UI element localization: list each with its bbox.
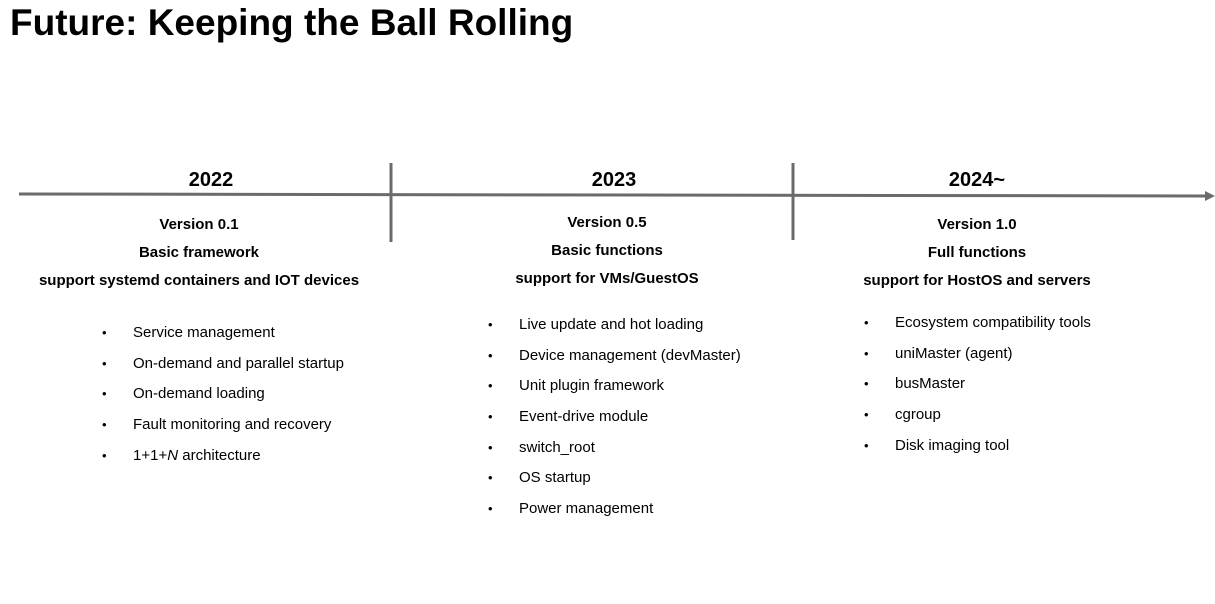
subtitle-label: Basic framework [138, 244, 260, 261]
list-item: •Service management [102, 318, 344, 349]
bullet-icon: • [864, 376, 869, 392]
list-item: •Fault monitoring and recovery [102, 410, 344, 441]
feature-list-2022: •Service management •On-demand and paral… [102, 318, 344, 471]
list-item: •busMaster [864, 369, 1091, 400]
list-item: •Event-drive module [488, 402, 741, 433]
list-item: •Ecosystem compatibility tools [864, 308, 1091, 339]
list-item: •uniMaster (agent) [864, 339, 1091, 370]
list-item: •1+1+N architecture [102, 441, 344, 472]
list-item: •Unit plugin framework [488, 371, 741, 402]
bullet-icon: • [488, 347, 493, 363]
list-item: •On-demand loading [102, 379, 344, 410]
year-label-2022: 2022 [188, 169, 234, 191]
feature-list-2023: •Live update and hot loading •Device man… [488, 310, 741, 525]
version-label: Version 0.1 [159, 216, 239, 233]
bullet-icon: • [102, 417, 107, 433]
subtitle-label: Full functions [927, 244, 1027, 261]
support-label: support for VMs/GuestOS [515, 270, 699, 287]
bullet-icon: • [864, 407, 869, 423]
bullet-icon: • [488, 501, 493, 517]
bullet-icon: • [488, 317, 493, 332]
milestone-header-2023: Version 0.5 Basic functions support for … [515, 209, 698, 293]
list-item: •Power management [488, 494, 741, 525]
support-label: support for HostOS and servers [863, 272, 1091, 289]
list-item: •On-demand and parallel startup [102, 349, 344, 380]
timeline-axis [18, 192, 1206, 198]
list-item: •OS startup [488, 463, 741, 494]
bullet-icon: • [488, 439, 493, 455]
year-label-2023: 2023 [591, 169, 637, 191]
timeline-arrowhead [1205, 191, 1215, 201]
bullet-icon: • [488, 470, 493, 486]
support-label: support systemd containers and IOT devic… [38, 272, 360, 289]
list-item: •Live update and hot loading [488, 310, 741, 341]
bullet-icon: • [488, 409, 493, 425]
bullet-icon: • [864, 315, 869, 330]
bullet-icon: • [102, 447, 107, 463]
subtitle-label: Basic functions [551, 242, 663, 259]
feature-list-2024: •Ecosystem compatibility tools •uniMaste… [864, 308, 1091, 461]
list-item: •switch_root [488, 433, 741, 464]
bullet-icon: • [488, 378, 493, 394]
bullet-icon: • [864, 345, 869, 361]
list-item: •Device management (devMaster) [488, 341, 741, 372]
list-item: •cgroup [864, 400, 1091, 431]
version-label: Version 0.5 [567, 214, 647, 231]
bullet-icon: • [102, 355, 107, 371]
list-item: •Disk imaging tool [864, 431, 1091, 462]
bullet-icon: • [102, 386, 107, 402]
year-label-2024: 2024~ [948, 169, 1006, 191]
milestone-header-2022: Version 0.1 Basic framework support syst… [39, 211, 359, 295]
bullet-icon: • [102, 325, 107, 340]
bullet-icon: • [864, 437, 869, 453]
version-label: Version 1.0 [937, 216, 1017, 233]
milestone-header-2024: Version 1.0 Full functions support for H… [863, 211, 1091, 295]
slide-title: Future: Keeping the Ball Rolling [10, 2, 574, 43]
